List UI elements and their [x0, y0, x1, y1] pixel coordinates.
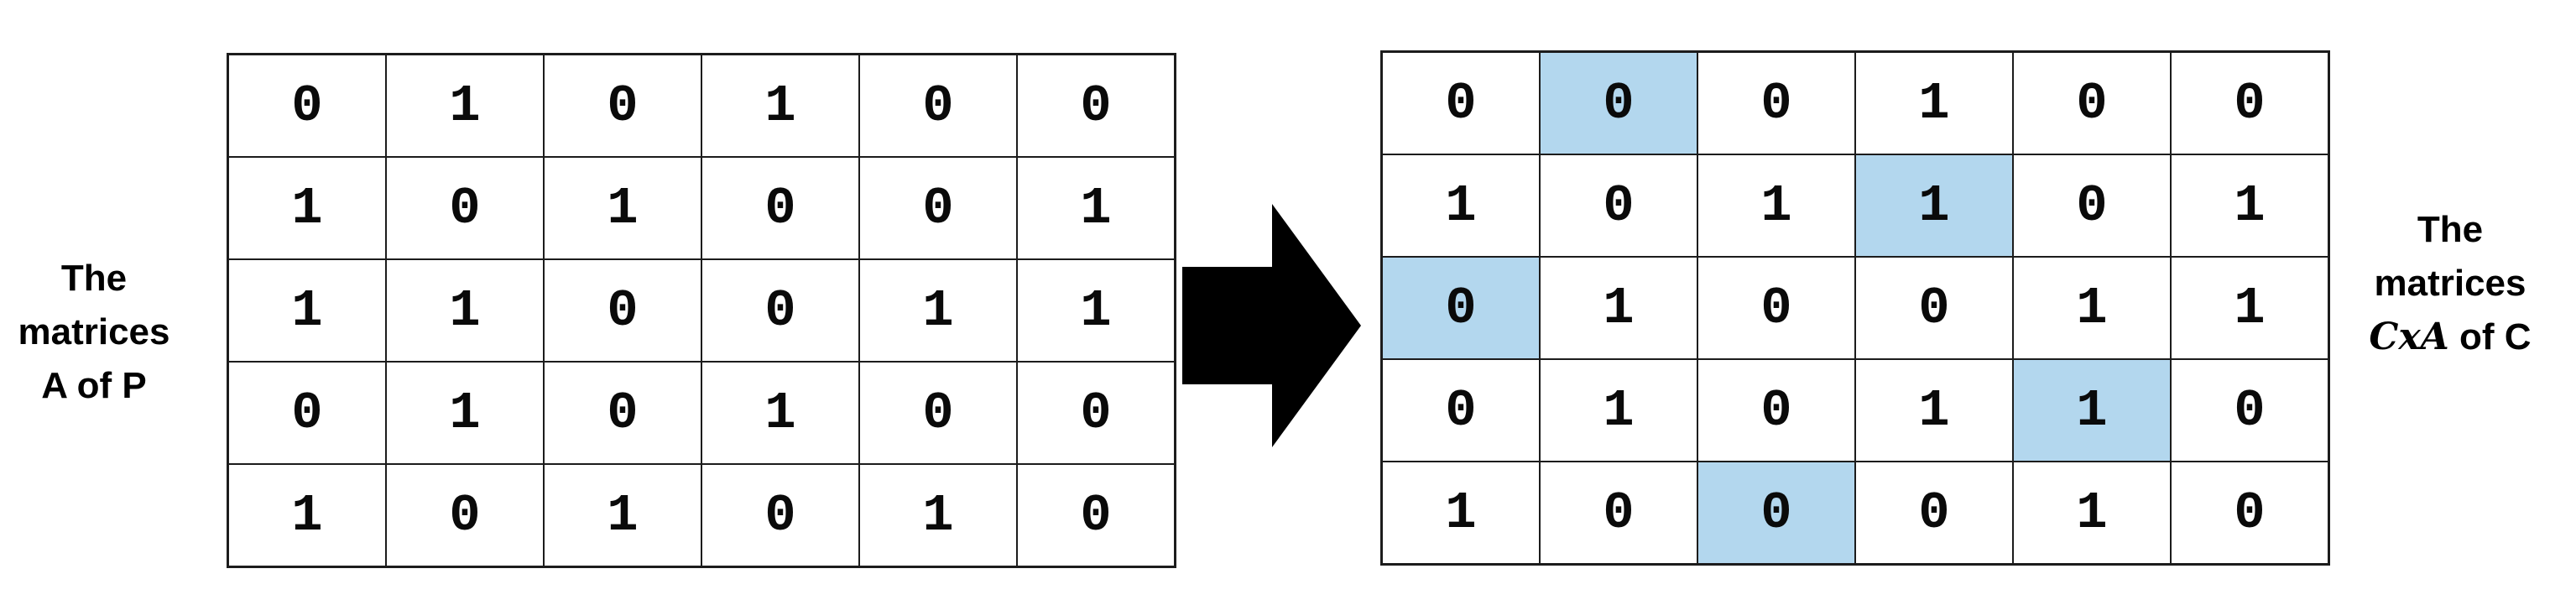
matrix-cell: 1 [1854, 50, 2014, 155]
matrix-row: 1 1 0 0 1 1 [227, 258, 1176, 363]
matrix-cell: 1 [227, 463, 387, 568]
right-matrix-label-line2: matrices [2374, 263, 2526, 304]
matrix-cell: 1 [1539, 256, 1698, 360]
left-matrix-label-line3: A of P [41, 365, 147, 406]
matrix-cell: 1 [1016, 258, 1176, 363]
matrix-cell: 0 [1016, 361, 1176, 465]
matrix-row: 0 1 0 1 0 0 [227, 361, 1176, 465]
matrix-row: 0 1 0 0 1 1 [1380, 256, 2330, 360]
math-term-cxa: CxA [2369, 316, 2449, 358]
matrix-cell: 1 [2170, 256, 2330, 360]
matrix-cell: 0 [1016, 463, 1176, 568]
matrix-cell: 1 [2012, 358, 2172, 462]
matrix-cell: 0 [1380, 358, 1541, 462]
label-of-c: of C [2448, 316, 2532, 357]
matrix-cell: 1 [385, 258, 545, 363]
matrix-cell: 1 [1380, 154, 1541, 258]
matrix-cell: 0 [701, 463, 860, 568]
matrix-cell: 0 [701, 156, 860, 260]
matrix-cell: 0 [1380, 256, 1541, 360]
matrix-cell: 1 [2012, 461, 2172, 566]
matrix-row: 1 0 0 0 1 0 [1380, 461, 2330, 566]
matrix-cell: 0 [227, 361, 387, 465]
matrix-cell: 1 [2012, 256, 2172, 360]
left-matrix-label-line2: matrices [18, 311, 170, 352]
matrix-cell: 1 [858, 258, 1018, 363]
matrix-cell: 0 [1016, 53, 1176, 158]
matrix-cell: 0 [1539, 461, 1698, 566]
matrix-row: 1 0 1 1 0 1 [1380, 154, 2330, 258]
right-matrix-label-line3: CxA of C [2361, 310, 2539, 364]
matrix-cell: 0 [1380, 50, 1541, 155]
matrix-cell: 1 [858, 463, 1018, 568]
matrix-cell: 1 [227, 156, 387, 260]
matrix-cell: 0 [2012, 50, 2172, 155]
matrix-cell: 1 [701, 361, 860, 465]
matrix-row: 0 0 0 1 0 0 [1380, 50, 2330, 155]
matrix-cell: 0 [1854, 461, 2014, 566]
matrix-cell: 0 [227, 53, 387, 158]
matrix-row: 1 0 1 0 1 0 [227, 463, 1176, 568]
matrix-cell: 1 [1016, 156, 1176, 260]
matrix-cell: 0 [1539, 154, 1698, 258]
matrix-cell: 0 [701, 258, 860, 363]
matrix-cell: 0 [1697, 50, 1856, 155]
left-matrix-label-line1: The [60, 258, 128, 299]
matrix-cell: 0 [2170, 461, 2330, 566]
matrix-cell: 0 [385, 156, 545, 260]
matrix-cell: 1 [701, 53, 860, 158]
matrix-cell: 0 [1697, 461, 1856, 566]
matrix-cell: 1 [385, 361, 545, 465]
matrix-cell: 1 [385, 53, 545, 158]
right-matrix-label-line1: The [2417, 209, 2484, 250]
matrix-cell: 0 [858, 156, 1018, 260]
matrix-cell: 1 [1380, 461, 1541, 566]
matrix-cell: 1 [1539, 358, 1698, 462]
matrix-row: 0 1 0 1 1 0 [1380, 358, 2330, 462]
matrix-cell: 0 [543, 53, 702, 158]
right-matrix-label: The matrices CxA of C [2361, 203, 2539, 364]
matrix-cell: 0 [2012, 154, 2172, 258]
matrix-cell: 0 [2170, 358, 2330, 462]
matrix-cell: 0 [2170, 50, 2330, 155]
matrix-cell: 0 [1854, 256, 2014, 360]
matrix-a-of-p: 0 1 0 1 0 0 1 0 1 0 0 1 1 1 0 0 1 1 [227, 53, 1176, 568]
matrix-cell: 0 [1697, 358, 1856, 462]
matrix-cell: 0 [1697, 256, 1856, 360]
matrix-cell: 0 [1539, 50, 1698, 155]
matrix-cell: 1 [1854, 358, 2014, 462]
matrix-row: 0 1 0 1 0 0 [227, 53, 1176, 158]
right-arrow-icon [1182, 204, 1361, 447]
matrix-cell: 1 [227, 258, 387, 363]
matrix-cell: 1 [543, 156, 702, 260]
matrix-cell: 1 [543, 463, 702, 568]
matrix-cell: 1 [1697, 154, 1856, 258]
matrix-cell: 1 [1854, 154, 2014, 258]
matrix-cell: 0 [543, 258, 702, 363]
matrix-cell: 1 [2170, 154, 2330, 258]
matrix-cell: 0 [858, 53, 1018, 158]
matrix-cell: 0 [858, 361, 1018, 465]
left-matrix-label: The matrices A of P [5, 252, 183, 413]
matrix-row: 1 0 1 0 0 1 [227, 156, 1176, 260]
matrix-cell: 0 [385, 463, 545, 568]
matrix-cxa-of-c: 0 0 0 1 0 0 1 0 1 1 0 1 0 1 0 0 1 1 [1380, 50, 2330, 566]
matrix-cell: 0 [543, 361, 702, 465]
